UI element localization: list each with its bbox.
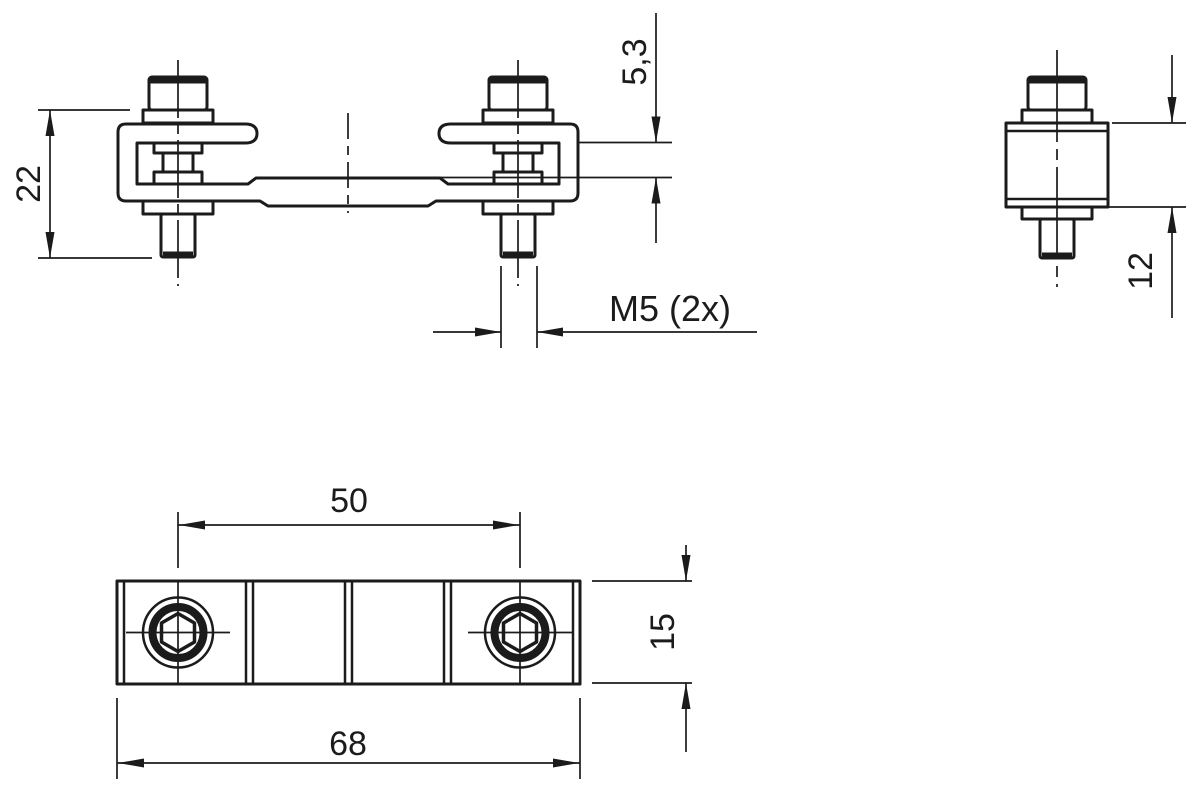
arrowhead-left xyxy=(179,520,205,530)
dim-12: 12 xyxy=(1100,55,1186,318)
arrowhead-left xyxy=(537,327,563,337)
left-hex-screw xyxy=(141,75,215,259)
hex-socket xyxy=(501,611,539,654)
screw-head-ring xyxy=(490,603,550,662)
screw-head-ring xyxy=(148,603,208,662)
side-threaded-stud xyxy=(1038,217,1076,260)
left-threaded-stud xyxy=(159,212,197,259)
top-view: 50 15 68 xyxy=(115,482,692,779)
dim-15-label: 15 xyxy=(644,613,682,651)
arrowhead-down xyxy=(651,116,661,143)
right-socket-screw xyxy=(468,581,572,684)
dim-22-label: 22 xyxy=(10,165,48,203)
dim-50-label: 50 xyxy=(330,482,368,520)
arrowhead-left xyxy=(118,758,144,768)
dim-5-3: 5,3 xyxy=(440,13,672,243)
arrowhead-right xyxy=(553,758,579,768)
arrowhead-up xyxy=(45,110,55,136)
right-hex-screw xyxy=(481,75,555,259)
arrowhead-up xyxy=(681,683,691,709)
front-view: 22 5,3 M5 (2x) xyxy=(10,13,757,348)
left-upper-washer xyxy=(141,108,215,125)
arrowhead-right xyxy=(475,327,501,337)
arrowhead-down xyxy=(681,555,691,581)
washer-circle xyxy=(141,596,215,669)
dim-m5: M5 (2x) xyxy=(433,266,757,348)
hex-socket xyxy=(159,611,197,654)
left-socket-screw xyxy=(126,581,230,684)
plate-division-lines xyxy=(122,581,575,684)
arrowhead-down xyxy=(1167,97,1177,123)
dim-5-3-label: 5,3 xyxy=(616,38,654,85)
arrowhead-up xyxy=(651,177,661,204)
dim-12-label: 12 xyxy=(1122,252,1160,290)
bracket-outline xyxy=(116,122,580,208)
arrowhead-right xyxy=(493,520,519,530)
arrowhead-down xyxy=(45,232,55,258)
right-t-nut xyxy=(492,141,544,186)
right-upper-washer xyxy=(481,108,555,125)
dim-15: 15 xyxy=(592,545,692,752)
arrowhead-up xyxy=(1167,207,1177,233)
plate-outline xyxy=(115,579,582,686)
dim-50: 50 xyxy=(177,482,521,568)
left-t-nut xyxy=(152,141,204,186)
dim-m5-label: M5 (2x) xyxy=(609,288,731,329)
dim-22: 22 xyxy=(10,109,152,259)
dim-68-label: 68 xyxy=(329,725,367,763)
dim-68: 68 xyxy=(116,698,581,779)
washer-circle xyxy=(483,596,557,669)
right-threaded-stud xyxy=(499,212,537,259)
side-view: 12 xyxy=(1004,50,1186,318)
side-stud-assembly xyxy=(1020,205,1094,260)
